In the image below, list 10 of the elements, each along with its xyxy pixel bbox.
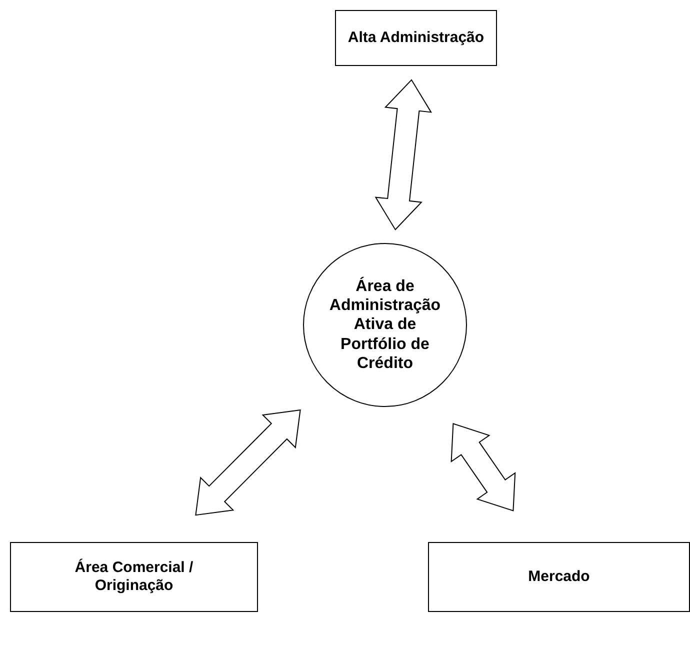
node-label: Área de Administração Ativa de Portfólio de Crédito bbox=[328, 277, 442, 373]
process-box bbox=[428, 542, 690, 612]
double-arrow bbox=[195, 409, 301, 516]
node-label: Alta Administração bbox=[348, 29, 484, 47]
double-arrow bbox=[450, 423, 516, 512]
node-label: Mercado bbox=[528, 568, 590, 586]
double-arrow bbox=[374, 79, 432, 230]
process-box bbox=[335, 10, 497, 66]
node-label: Área Comercial / Originação bbox=[74, 559, 194, 595]
process-box bbox=[10, 542, 258, 612]
